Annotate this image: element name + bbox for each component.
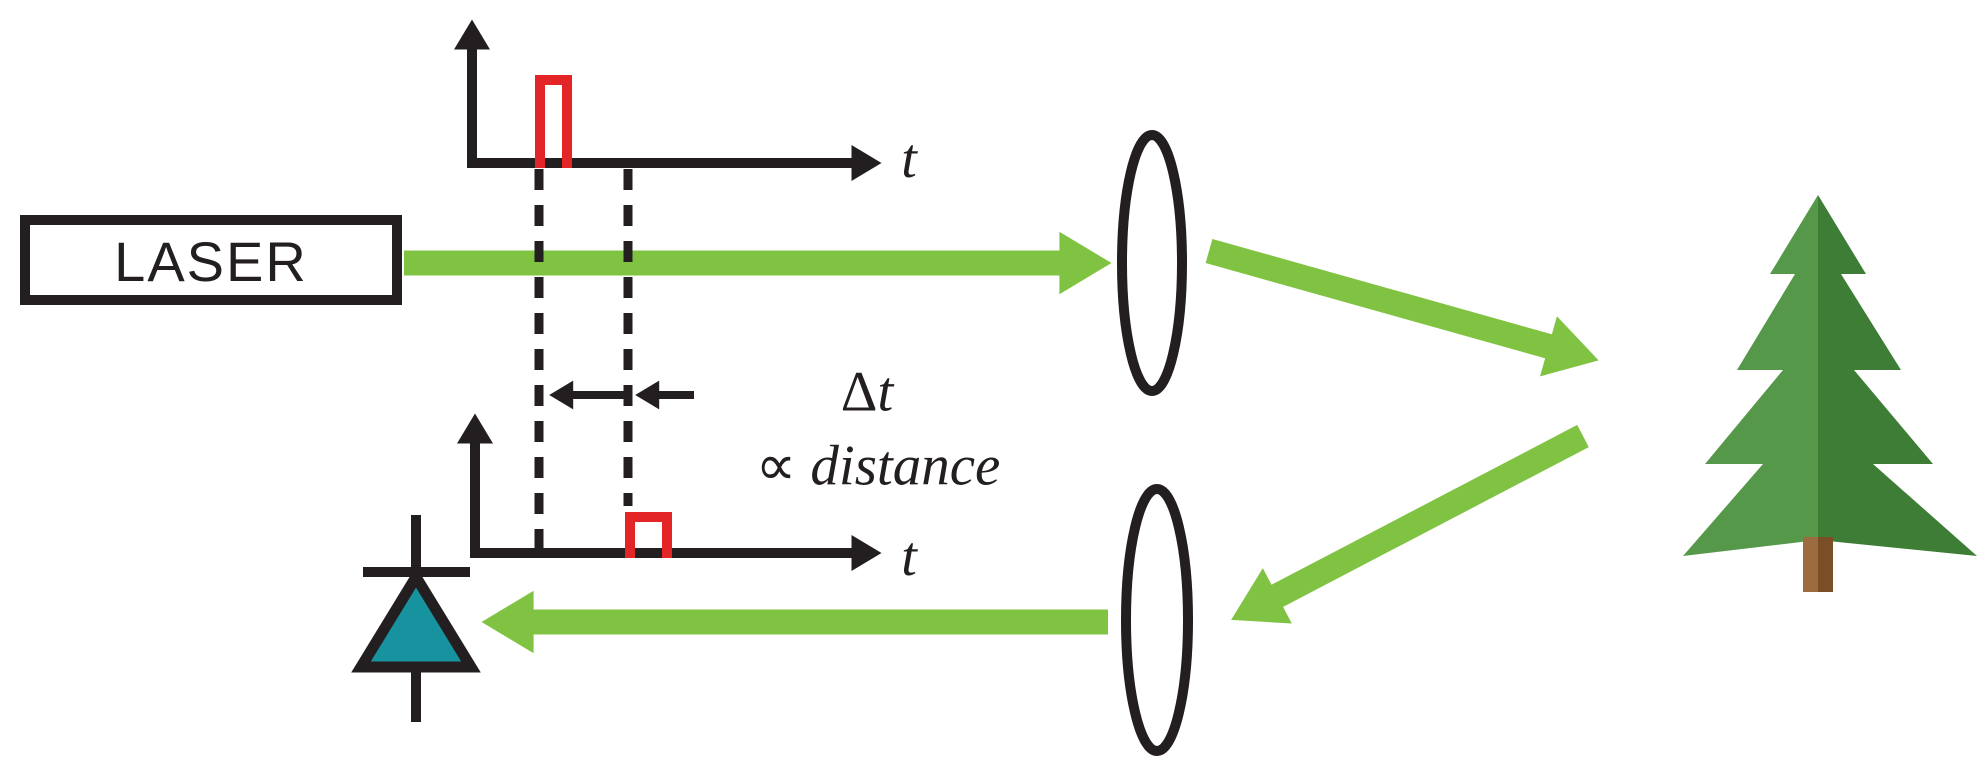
proportionality-label: ∝distance xyxy=(756,438,1001,495)
tree-trunk-left xyxy=(1803,537,1818,592)
emitted-pulse xyxy=(535,75,572,168)
pulse-edge-dashed-lines xyxy=(534,169,633,553)
laser-label: LASER xyxy=(114,230,308,293)
tree-canopy-right xyxy=(1818,195,1977,556)
diode-triangle xyxy=(351,566,481,673)
transmit-lens xyxy=(1117,130,1187,396)
laser-source-box xyxy=(20,215,402,305)
delta-t-label: Δt xyxy=(841,364,894,421)
delta-t-variable: t xyxy=(877,360,894,424)
receive-lens xyxy=(1121,484,1193,756)
tree-canopy-left xyxy=(1683,195,1818,556)
received-pulse xyxy=(625,512,672,558)
tree-trunk-right xyxy=(1818,537,1833,592)
time-axis-label-top: t xyxy=(901,128,917,190)
time-axis-label-bottom: t xyxy=(901,526,917,588)
emitted-pulse-plot xyxy=(454,19,882,181)
reflected-return-beam xyxy=(1231,424,1589,624)
beam-to-target xyxy=(1205,238,1599,377)
tree-target xyxy=(1683,195,1977,592)
received-pulse-plot xyxy=(457,413,882,571)
proportional-symbol: ∝ xyxy=(755,434,797,498)
delta-symbol: Δ xyxy=(840,360,878,424)
distance-word: distance xyxy=(810,434,1001,498)
photodiode-detector xyxy=(351,515,481,722)
